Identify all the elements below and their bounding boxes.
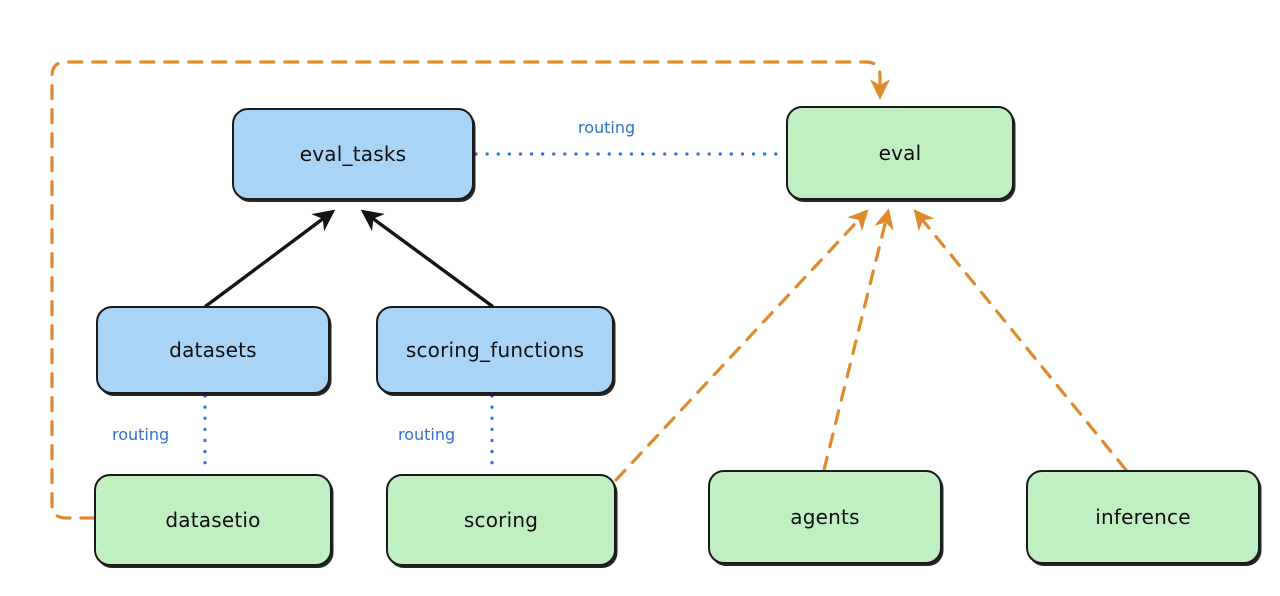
edge-scoring-to-eval: [614, 209, 869, 482]
node-label: scoring_functions: [405, 338, 585, 362]
node-label: inference: [1095, 505, 1191, 529]
edge-label-routing-datasetio: routing: [112, 425, 170, 444]
edge-label-routing-eval: routing: [578, 118, 636, 137]
edge-scoring_functions-to-eval_tasks: [360, 209, 494, 308]
node-scoring[interactable]: scoring: [386, 474, 616, 566]
node-scoring-functions[interactable]: scoring_functions: [376, 306, 614, 394]
node-datasets[interactable]: datasets: [96, 306, 330, 394]
node-inference[interactable]: inference: [1026, 470, 1260, 564]
edge-label-routing-scoring: routing: [398, 425, 456, 444]
edge-inference-to-eval: [913, 209, 1128, 472]
node-label: scoring: [463, 508, 539, 532]
node-agents[interactable]: agents: [708, 470, 942, 564]
node-label: agents: [790, 505, 860, 529]
node-eval-tasks[interactable]: eval_tasks: [232, 108, 474, 200]
edge-agents-to-eval: [822, 208, 894, 472]
node-label: datasetio: [165, 508, 261, 532]
edge-datasets-to-eval_tasks: [204, 209, 336, 308]
node-label: eval_tasks: [299, 142, 407, 166]
node-eval[interactable]: eval: [786, 106, 1014, 200]
node-label: datasets: [169, 338, 257, 362]
node-label: eval: [878, 141, 922, 165]
node-datasetio[interactable]: datasetio: [94, 474, 332, 566]
